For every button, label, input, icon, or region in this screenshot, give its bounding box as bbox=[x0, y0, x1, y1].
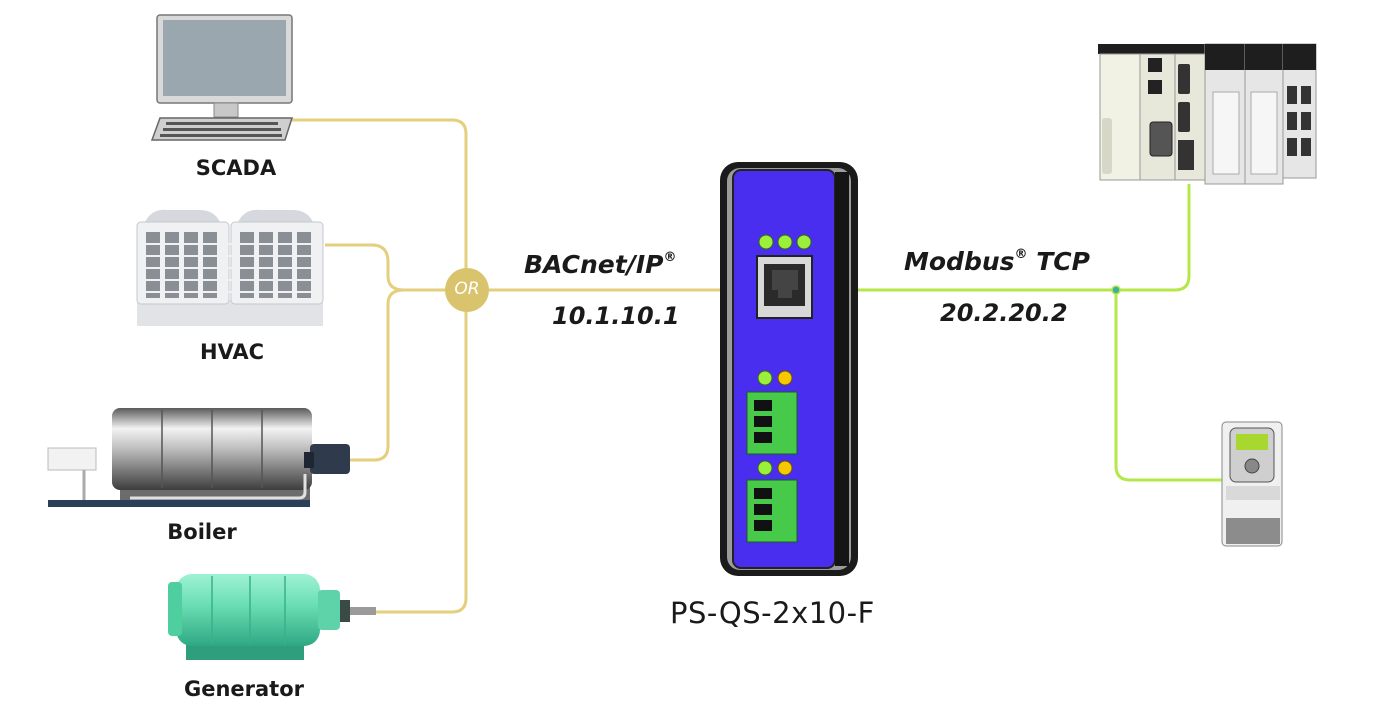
hvac-unit-icon bbox=[136, 209, 324, 326]
boiler-link bbox=[350, 288, 405, 462]
modbus-protocol-label: Modbus® TCP bbox=[904, 247, 1090, 276]
gateway-modbus-link bbox=[856, 184, 1191, 292]
plc-rack-icon bbox=[1098, 43, 1317, 185]
bacnet-protocol-label: BACnet/IP® bbox=[524, 250, 676, 279]
gateway-model-label: PS-QS-2x10-F bbox=[670, 596, 875, 630]
modbus-address-label: 20.2.20.2 bbox=[940, 299, 1068, 327]
modbus-protocol-text: Modbus bbox=[904, 247, 1015, 276]
generator-link bbox=[375, 304, 468, 614]
bacnet-registered-mark: ® bbox=[663, 250, 677, 265]
or-junction bbox=[445, 268, 489, 312]
generator-label: Generator bbox=[183, 677, 305, 701]
scada-label: SCADA bbox=[195, 156, 277, 180]
bacnet-wiring bbox=[292, 118, 722, 614]
vfd-drive-icon bbox=[1221, 421, 1283, 547]
gateway-device-icon bbox=[720, 162, 858, 576]
vfd-link bbox=[1114, 290, 1222, 482]
modbus-registered-mark: ® bbox=[1014, 247, 1028, 262]
modbus-wiring bbox=[856, 184, 1222, 482]
scada-link bbox=[292, 118, 468, 276]
modbus-junction-dot bbox=[1111, 285, 1121, 295]
or-junction-label: OR bbox=[454, 279, 480, 299]
scada-computer-icon bbox=[150, 14, 294, 141]
bacnet-address-label: 10.1.10.1 bbox=[552, 302, 680, 330]
boiler-icon bbox=[47, 408, 350, 507]
hvac-label: HVAC bbox=[199, 340, 265, 364]
boiler-label: Boiler bbox=[167, 520, 237, 544]
bacnet-protocol-text: BACnet/IP bbox=[524, 250, 664, 279]
generator-icon bbox=[168, 574, 376, 660]
modbus-protocol-suffix: TCP bbox=[1027, 247, 1090, 276]
